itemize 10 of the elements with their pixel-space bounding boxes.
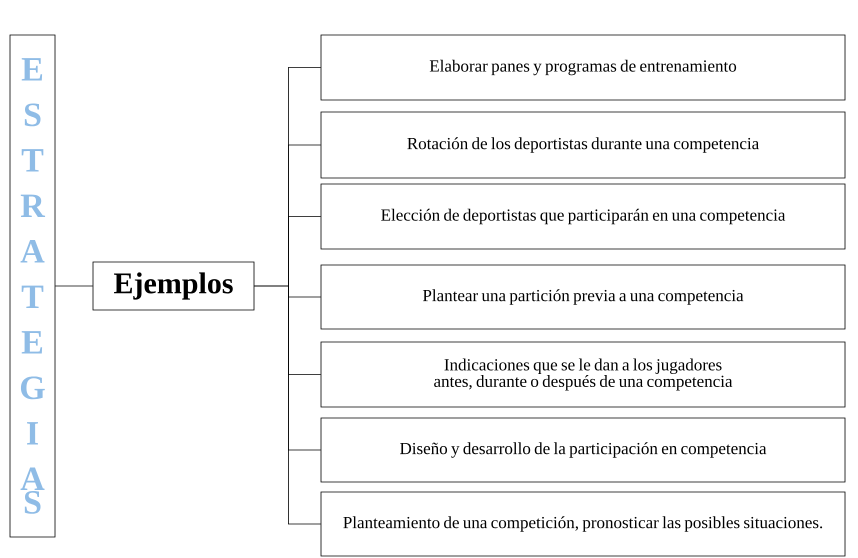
example-box: Elección de deportistas que participarán en una competencia bbox=[320, 184, 846, 250]
example-box: Plantear una partición previa a una competencia bbox=[320, 264, 846, 330]
example-box: Rotación de los deportistas durante una competencia bbox=[320, 112, 846, 178]
vertical-title-box: ESTRATEGIAS bbox=[10, 34, 56, 538]
example-box: Elaborar panes y programas de entrenamiento bbox=[320, 34, 846, 100]
example-box: Planteamiento de una competición, pronosticar las posibles situaciones. bbox=[320, 492, 846, 556]
connector-line bbox=[254, 286, 321, 524]
example-box: Indicaciones que se le dan a los jugadores antes, durante o después de una competencia bbox=[320, 342, 846, 408]
heading-box: Ejemplos bbox=[92, 262, 254, 310]
example-box: Diseño y desarrollo de la participación en competencia bbox=[320, 418, 846, 482]
